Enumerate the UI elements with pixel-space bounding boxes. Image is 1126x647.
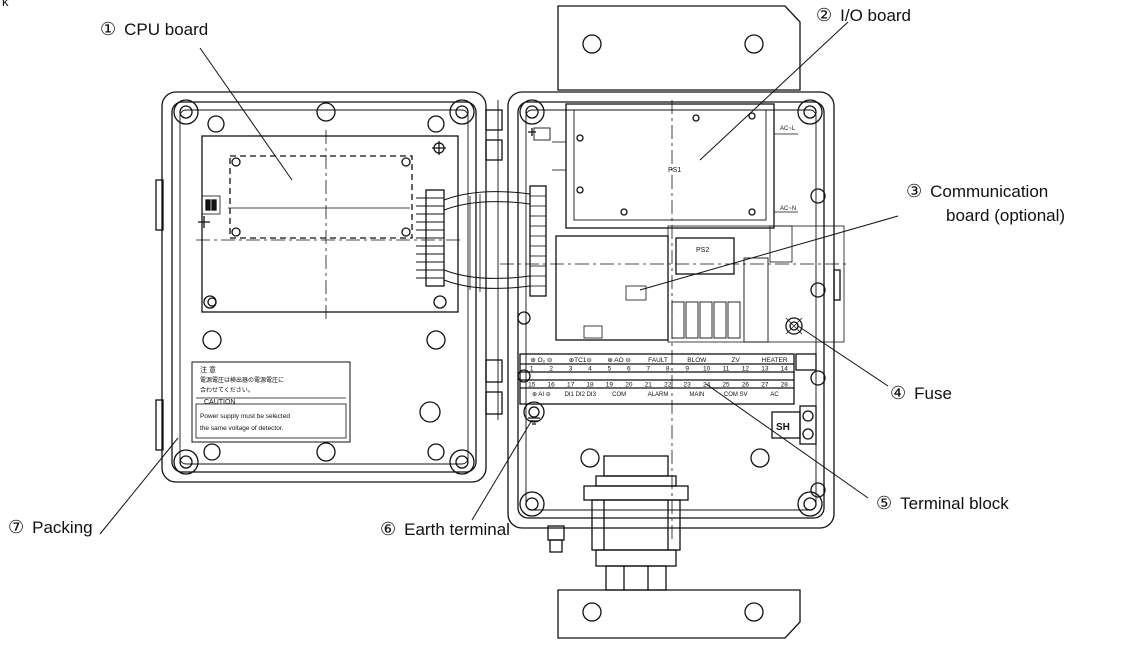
terminal-number-top: 12	[742, 366, 750, 373]
label-cpu-board: ① CPU board	[100, 20, 208, 40]
terminal-top-header: ZV	[732, 357, 741, 364]
left-door	[155, 91, 487, 483]
terminal-top-header: ⊕ AO ⊖	[607, 357, 631, 364]
label-io-board-number: ②	[816, 5, 833, 26]
terminal-number-top: 3	[569, 366, 573, 373]
terminal-number-bottom: 18	[586, 382, 594, 389]
terminal-top-header: BLOW	[687, 357, 707, 364]
right-enclosure	[500, 91, 850, 540]
label-fuse: ④ Fuse	[890, 384, 952, 404]
terminal-bottom-header: MAIN	[689, 392, 704, 398]
terminal-number-bottom: 28	[781, 382, 789, 389]
terminal-top-header: ⊕TC1⊖	[569, 357, 593, 364]
terminal-number-bottom: 24	[703, 382, 711, 389]
ps1-label: PS1	[668, 167, 681, 174]
terminal-number-top: 13	[761, 366, 769, 373]
terminal-number-bottom: 22	[664, 382, 672, 389]
terminal-bottom-header: AC	[770, 392, 779, 398]
terminal-number-bottom: 23	[684, 382, 692, 389]
label-packing-number: ⑦	[8, 517, 25, 538]
cable-gland	[547, 455, 689, 591]
notice-jp-line1: 電源電圧は検出器の電源電圧に	[200, 376, 284, 384]
terminal-number-top: 6	[627, 366, 631, 373]
terminal-number-bottom: 15	[528, 382, 536, 389]
terminal-number-bottom: 21	[645, 382, 653, 389]
terminal-top-header: FAULT	[648, 357, 668, 364]
caution-line2: the same voltage of detector.	[200, 425, 284, 432]
terminal-number-top: 5	[608, 366, 612, 373]
ps2-label: PS2	[696, 247, 709, 254]
terminal-number-bottom: 26	[742, 382, 750, 389]
label-cpu-board-number: ①	[100, 19, 117, 40]
caution-label-frame	[191, 361, 351, 443]
terminal-number-bottom: 27	[761, 382, 769, 389]
terminal-bottom-header: DI1 DI2 DI3	[565, 392, 597, 398]
label-packing-text: Packing	[32, 518, 93, 537]
terminal-number-top: 4	[588, 366, 592, 373]
terminal-number-bottom: 20	[625, 382, 633, 389]
label-earth-terminal: ⑥ Earth terminal	[380, 520, 510, 540]
label-fuse-number: ④	[890, 383, 907, 404]
leader-lines	[99, 21, 899, 535]
terminal-top-header: ⊕ O₂ ⊖	[530, 357, 553, 364]
label-comm-line2: board (optional)	[946, 206, 1066, 225]
caution-title: CAUTION	[204, 399, 236, 406]
sh-label: SH	[776, 422, 790, 433]
terminal-bottom-header: ⊕ AI ⊖	[532, 392, 551, 398]
terminal-bottom-header: COM	[612, 392, 626, 398]
notice-jp-line2: 合わせてください。	[200, 386, 254, 394]
earth-terminal-graphic	[523, 401, 817, 445]
acl-label: AC~L	[780, 126, 796, 132]
label-fuse-text: Fuse	[914, 384, 952, 403]
terminal-number-bottom: 17	[567, 382, 575, 389]
label-terminal-number: ⑤	[876, 493, 893, 514]
label-comm-number: ③	[906, 181, 923, 202]
acn-label: AC~N	[780, 206, 796, 212]
label-earth-number: ⑥	[380, 519, 397, 540]
terminal-number-top: 2	[549, 366, 553, 373]
terminal-number-top: 1	[530, 366, 534, 373]
caution-line1: Power supply must be selected	[200, 413, 290, 420]
terminal-number-top: 11	[723, 366, 730, 373]
notice-jp-title: 注 意	[200, 365, 216, 374]
label-earth-text: Earth terminal	[404, 520, 510, 539]
terminal-number-bottom: 25	[722, 382, 730, 389]
terminal-block	[519, 353, 817, 405]
label-terminal-block: ⑤ Terminal block	[876, 494, 1009, 514]
label-communication-board: ③ Communication board (optional)	[906, 182, 1065, 226]
label-cpu-board-text: CPU board	[124, 20, 209, 39]
terminal-bottom-header: COM SV	[724, 392, 748, 398]
label-terminal-text: Terminal block	[900, 494, 1009, 513]
terminal-number-bottom: 16	[548, 382, 556, 389]
terminal-top-header: HEATER	[762, 357, 788, 364]
label-io-board-text: I/O board	[840, 6, 912, 25]
corner-mark: k	[2, 0, 9, 9]
terminal-number-bottom: 19	[606, 382, 614, 389]
terminal-bottom-header: ALARM	[648, 392, 669, 398]
hinge-and-cable	[443, 100, 531, 420]
label-packing: ⑦ Packing	[8, 518, 93, 538]
terminal-number-top: 7	[646, 366, 650, 373]
terminal-number-top: 10	[703, 366, 711, 373]
terminal-number-top: 14	[781, 366, 789, 373]
label-io-board: ② I/O board	[816, 6, 911, 26]
terminal-number-top: 8	[666, 366, 670, 373]
label-comm-line1: Communication	[930, 182, 1049, 201]
terminal-number-top: 9	[685, 366, 689, 373]
mounting-plate	[557, 5, 801, 639]
